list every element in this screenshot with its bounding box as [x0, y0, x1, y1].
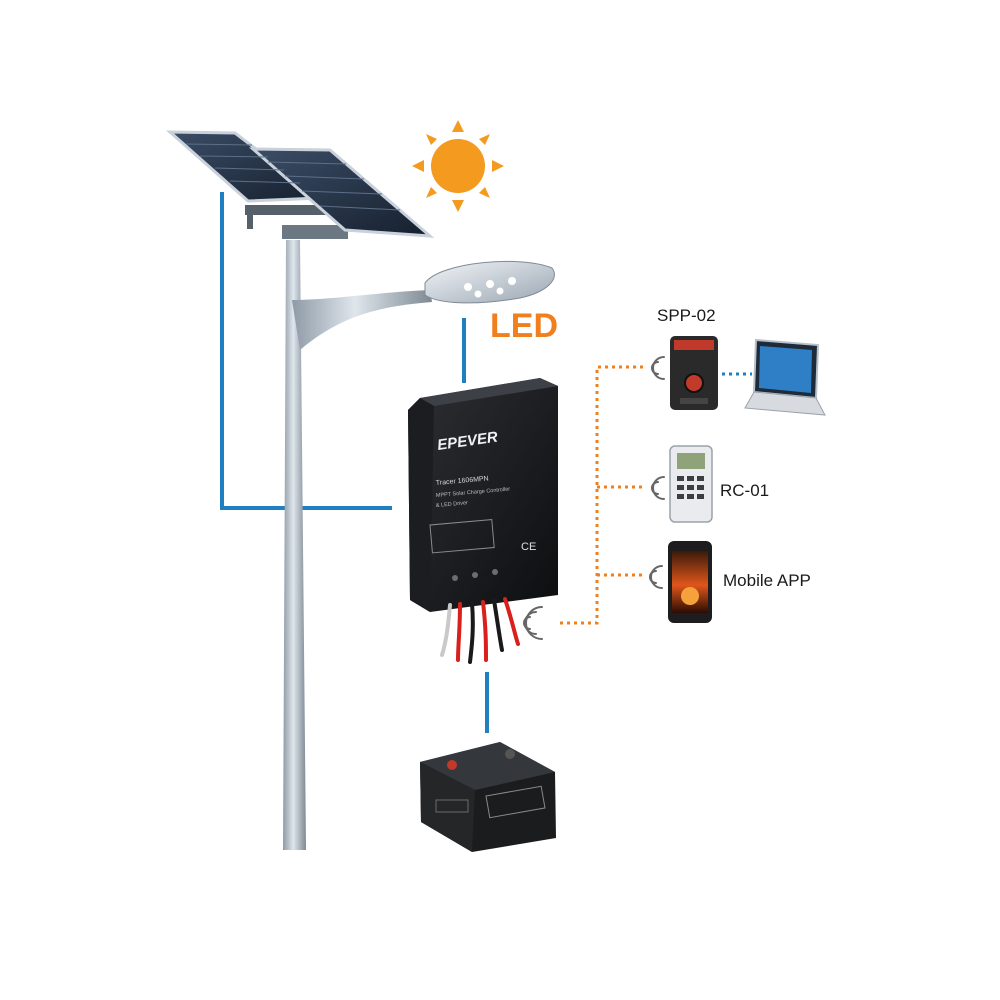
wiring: [220, 192, 489, 733]
remote-meter-icon: [670, 336, 718, 410]
battery-icon: [420, 742, 556, 852]
led-label: LED: [490, 307, 558, 345]
lamp-arm: [292, 290, 432, 350]
comm-links: [560, 365, 645, 625]
link-trunk: [560, 365, 645, 625]
sun-icon: [412, 120, 504, 212]
charge-controller-icon: EPEVER Tracer 1606MPN MPPT Solar Charge …: [408, 378, 558, 664]
battery-label: [485, 785, 546, 819]
mobile-app-label: Mobile APP: [723, 571, 811, 590]
wireless-signal-icon: [651, 356, 665, 380]
wireless-signal-icon: [651, 476, 665, 500]
panel-bracket: [245, 205, 347, 215]
panel-wire: [220, 192, 392, 510]
street-light-icon: [245, 205, 555, 850]
rc-01-label: RC-01: [720, 481, 770, 500]
wireless-signal-icon: [523, 606, 543, 640]
spp-02-label: SPP-02: [657, 306, 716, 325]
remote-meter-icon: [669, 445, 713, 523]
controller-model: Tracer 1606MPN: [436, 475, 489, 487]
smartphone-icon: [668, 541, 712, 623]
wireless-signal-icon: [649, 565, 663, 589]
laptop-icon: [744, 338, 826, 416]
solar-panel-icon: [165, 130, 435, 238]
controller-ce: CE: [521, 541, 536, 553]
controller-desc-2: & LED Driver: [436, 500, 469, 509]
warning-label: [429, 519, 495, 554]
